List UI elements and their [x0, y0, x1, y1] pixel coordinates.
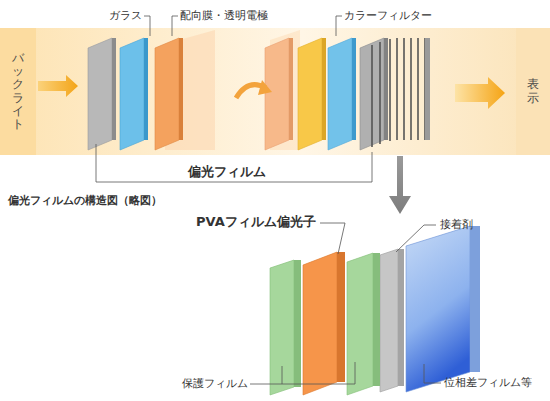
- leader-line: [250, 223, 441, 384]
- part-label: PVAフィルム偏光子: [196, 214, 316, 230]
- part-label: 保護フィルム: [182, 377, 248, 390]
- bracket-line: [96, 144, 372, 182]
- section-heading: 偏光フィルムの構造図（略図）: [8, 194, 162, 207]
- rotation-arrow-head: [258, 80, 272, 95]
- down-arrow: [389, 156, 411, 214]
- part-label: 配向膜・透明電極: [180, 9, 268, 22]
- part-label: 接着剤: [440, 218, 473, 231]
- display-arrow: [455, 77, 505, 109]
- light-band: [0, 28, 550, 155]
- polarizer-film-stack: [270, 226, 480, 395]
- part-label: カラーフィルター: [344, 9, 432, 22]
- display-band: 表示: [516, 28, 550, 155]
- group-label: 偏光フィルム: [188, 164, 266, 180]
- part-label: ガラス: [109, 9, 142, 22]
- light-arrow: [38, 75, 78, 97]
- backlight-band: バックライト: [0, 28, 36, 155]
- vertical-label: バックライト: [12, 52, 24, 131]
- vertical-label: 表示: [527, 78, 539, 104]
- panel-stack: [88, 38, 430, 150]
- part-label: 位相差フィルム等: [444, 376, 532, 389]
